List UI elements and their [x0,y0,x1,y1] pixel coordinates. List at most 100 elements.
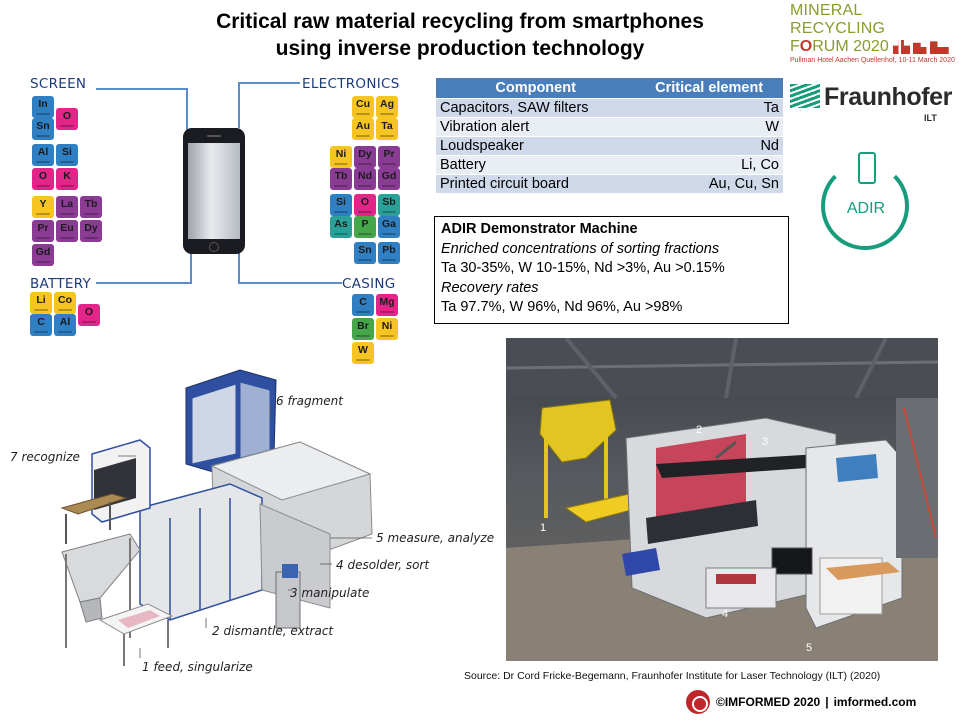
photo-illustration [506,338,938,661]
table-cell-element: W [635,116,783,136]
fraunhofer-logo: Fraunhofer ILT [790,80,952,124]
table-row: Vibration alert W [436,116,783,136]
wire-screen [96,88,188,162]
table-cell-component: Battery [436,154,636,174]
table-header-row: Component Critical element [436,78,783,98]
element-tile: Sn [354,242,376,264]
element-tile: Si [56,144,78,166]
wire-battery [96,252,192,284]
element-tile: Eu [56,220,78,242]
group-label-screen: SCREEN [30,76,87,92]
table-cell-element: Li, Co [635,154,783,174]
phone-outline-icon [858,152,876,184]
title-line-2: using inverse production technology [275,37,645,60]
element-tile: Pr [32,220,54,242]
adir-logo: ADIR [818,150,914,250]
step-label-measure: 5 measure, analyze [376,531,495,545]
table-header-element: Critical element [635,78,783,98]
photo-label-2: 2 [696,424,703,436]
photo-label-4: 4 [722,608,729,620]
step-label-desolder: 4 desolder, sort [336,558,430,572]
machine-illustration [60,369,373,666]
adir-box-sub-1: Enriched concentrations of sorting fract… [441,240,720,257]
forum-venue: Pullman Hotel Aachen Quellenhof, 10-11 M… [790,57,955,64]
element-tile: Al [32,144,54,166]
adir-box-line-1: Ta 30-35%, W 10-15%, Nd >3%, Au >0.15% [441,260,725,276]
footer-copyright: ©IMFORMED 2020 [716,695,821,709]
element-tile: Dy [80,220,102,242]
adir-info-box: ADIR Demonstrator Machine Enriched conce… [434,216,789,324]
skyline-icon [892,40,949,54]
step-label-manipulate: 3 manipulate [290,586,370,600]
table-cell-element: Ta [635,97,783,117]
fraunhofer-mark-icon [790,84,820,108]
element-tile: P [354,216,376,238]
element-tile: Tb [330,168,352,190]
step-label-recognize: 7 recognize [10,450,80,464]
wire-casing [238,252,342,284]
table-row: Battery Li, Co [436,154,783,174]
table-cell-component: Loudspeaker [436,135,636,155]
element-tile: W [352,342,374,364]
element-tile: Nd [354,168,376,190]
element-tile: K [56,168,78,190]
element-tile: Ga [378,216,400,238]
element-tile: O [32,168,54,190]
element-tile: Co [54,292,76,314]
table-cell-component: Capacitors, SAW filters [436,97,636,117]
group-label-battery: BATTERY [30,276,92,292]
imformed-logo-icon [686,690,710,714]
footer-website-link[interactable]: imformed.com [833,695,917,709]
element-tile: Pr [378,146,400,168]
wire-electronics [238,82,300,128]
recycle-arrow-icon [821,162,909,250]
footer: ©IMFORMED 2020 | imformed.com [686,690,916,714]
fraunhofer-name: Fraunhofer [824,83,952,111]
adir-box-sub-2: Recovery rates [441,279,539,296]
element-tile: Li [30,292,52,314]
forum-o-icon: O [799,38,813,55]
adir-box-line-2: Ta 97.7%, W 96%, Nd 96%, Au >98% [441,299,683,315]
group-label-electronics: ELECTRONICS [302,76,400,92]
table-cell-component: Printed circuit board [436,173,636,193]
photo-label-3: 3 [762,436,769,448]
element-tile: Au [352,118,374,140]
element-tile: La [56,196,78,218]
forum-letter: F [790,38,800,55]
step-label-dismantle: 2 dismantle, extract [212,624,334,638]
element-tile: Br [352,318,374,340]
title-line-1: Critical raw material recycling from sma… [216,10,704,33]
element-tile: C [352,294,374,316]
element-tile: O [78,304,100,326]
element-tile: Ni [330,146,352,168]
element-tile: Ni [376,318,398,340]
table-cell-element: Nd [635,135,783,155]
adir-box-title: ADIR Demonstrator Machine [441,221,638,237]
element-tile: C [30,314,52,336]
step-label-feed: 1 feed, singularize [142,660,253,674]
element-tile: As [330,216,352,238]
footer-separator: | [825,695,829,709]
element-tile: Gd [378,168,400,190]
slide-title: Critical raw material recycling from sma… [160,8,760,62]
table-row: Loudspeaker Nd [436,135,783,155]
element-tile: Ag [376,96,398,118]
element-tile: O [354,194,376,216]
element-tile: Al [54,314,76,336]
photo-label-1: 1 [540,522,547,534]
smartphone-icon [183,128,245,254]
group-label-casing: CASING [342,276,396,292]
element-tile: In [32,96,54,118]
element-tile: Ta [376,118,398,140]
table-header-component: Component [436,78,636,98]
step-label-fragment: 6 fragment [276,394,343,408]
table-row: Printed circuit board Au, Cu, Sn [436,173,783,193]
phone-home-button [209,242,219,252]
component-table: Component Critical element Capacitors, S… [436,78,783,193]
demonstrator-photo: 1 2 3 4 5 [506,338,938,661]
table-cell-component: Vibration alert [436,116,636,136]
forum-year: RUM 2020 [812,38,889,55]
table-row: Capacitors, SAW filters Ta [436,97,783,117]
